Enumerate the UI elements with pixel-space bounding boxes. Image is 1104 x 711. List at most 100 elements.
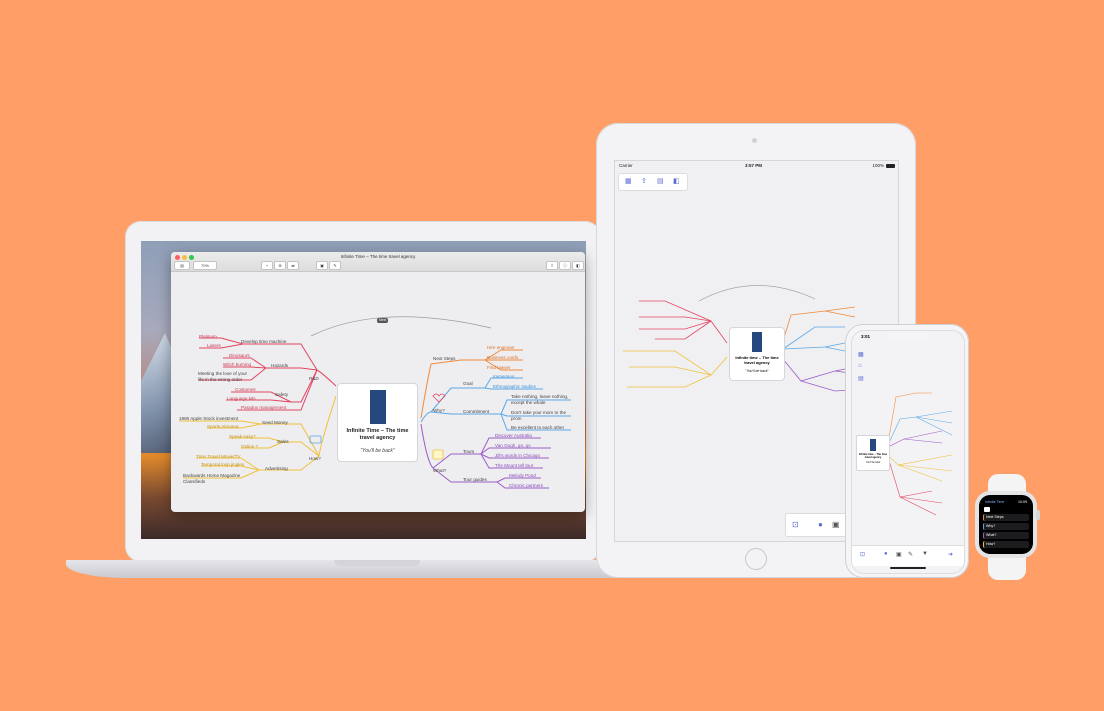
node-advertising[interactable]: Advertising [265, 466, 288, 471]
node-find-lawyer[interactable]: Find lawyer [487, 365, 511, 370]
node-hazards[interactable]: Hazards [271, 363, 289, 368]
ipad-status-bar: Carrier 3:57 PM 100% [615, 161, 898, 171]
ipad-toolbar: ▦ ⇪ ▤ ◧ [618, 173, 688, 191]
node-costumes[interactable]: Costumes [235, 387, 256, 392]
sidebar-toggle-button[interactable]: ▤ [174, 261, 190, 270]
watch-time: 10:09 [1018, 500, 1027, 504]
window-title: Infinite Time – The time travel agency [340, 254, 416, 259]
node-chronic-partners[interactable]: Chronic partners [509, 483, 543, 488]
window-titlebar[interactable]: Infinite Time – The time travel agency ▤… [171, 252, 585, 272]
connector-label[interactable]: Next [377, 318, 389, 323]
iphone-notch [888, 331, 928, 340]
node-speak-easy[interactable]: Speak easy? [229, 434, 256, 439]
grid-icon[interactable]: ▦ [858, 352, 864, 358]
node-immersion[interactable]: Immersion [493, 374, 515, 379]
zoom-select[interactable]: 70% [193, 261, 217, 270]
ipad-battery: 100% [872, 163, 884, 168]
mindmap-canvas[interactable]: Next Infinite Time – The time travel age… [171, 272, 585, 512]
node-paradox-management[interactable]: Paradox management [241, 405, 287, 410]
node-seed-money[interactable]: Seed Money [262, 420, 288, 425]
watch-row-next-steps[interactable]: Next Steps [983, 514, 1029, 521]
node-witch-burning[interactable]: Witch burning [223, 362, 252, 367]
watch-row-why[interactable]: Why? [983, 523, 1029, 530]
node-tours[interactable]: Tours [463, 449, 475, 454]
document-icon[interactable]: ▤ [858, 376, 864, 382]
note-icon[interactable]: ✎ [908, 552, 914, 558]
node-commitment[interactable]: Commitment [463, 409, 490, 414]
node-take-nothing-2[interactable]: except the whale [511, 400, 546, 405]
node-meeting-love-1[interactable]: Meeting the love of your [198, 371, 248, 376]
node-discover-australia[interactable]: Discover Australia [495, 433, 532, 438]
grid-icon[interactable]: ▦ [625, 178, 632, 185]
image-icon[interactable]: ▣ [896, 552, 902, 558]
node-lasers[interactable]: Lasers [207, 343, 221, 348]
node-van-gogh[interactable]: Van Gogh, go, go [495, 443, 531, 448]
node-platinum[interactable]: Platinum [199, 334, 217, 339]
node-mount-tell-tour[interactable]: The Mount tell tour [495, 463, 534, 468]
image-icon[interactable]: ▣ [832, 520, 840, 529]
node-develop-time-machine[interactable]: Develop time machine [241, 339, 287, 344]
node-ethnographic-studies[interactable]: Ethnographic studies [493, 384, 536, 389]
ipad-home-button[interactable] [745, 548, 767, 570]
more-icon[interactable]: ● [818, 520, 823, 529]
node-language-kits[interactable]: Language kits [227, 396, 256, 401]
node-dont-take-mom-2[interactable]: prom [511, 416, 522, 421]
ipad-topic-title: Infinite time – The time travel agency [735, 355, 779, 365]
node-why[interactable]: Why? [433, 408, 445, 413]
share-icon[interactable]: ⇪ [546, 261, 558, 270]
node-backwards-home-1[interactable]: Backwards Home Magazine [183, 473, 241, 478]
document-icon[interactable]: ▤ [657, 178, 664, 185]
ipad-topic-subtitle: "You'll be back" [745, 369, 769, 373]
more-icon[interactable]: ● [884, 551, 888, 557]
node-apple-stock[interactable]: 1980 Apple Stock investment [179, 416, 239, 421]
node-backwards-home-2[interactable]: Classifieds [183, 479, 206, 484]
node-what[interactable]: What? [433, 468, 447, 473]
node-sales[interactable]: Sales [277, 439, 289, 444]
node-business-cards[interactable]: Business cards [487, 355, 519, 360]
mindmap-branches [179, 316, 571, 489]
node-dinosaurs[interactable]: Dinosaurs [229, 353, 250, 358]
connection-icon[interactable]: ⇄ [287, 261, 299, 270]
image-icon[interactable]: ▣ [316, 261, 328, 270]
ipad-bottom-toolbar: ⊡ ● ▣ [785, 513, 847, 537]
next-icon[interactable]: ➜ [948, 552, 954, 558]
watch-row-what[interactable]: What? [983, 532, 1029, 539]
node-be-excellent[interactable]: Be excellent to each other [511, 425, 565, 430]
focus-icon[interactable]: ⊡ [860, 552, 866, 558]
lock-icon[interactable]: ⌂ [858, 363, 862, 369]
close-button[interactable] [175, 255, 180, 260]
node-online[interactable]: Online ? [241, 444, 259, 449]
watch-crown[interactable] [1036, 510, 1040, 520]
share-icon[interactable]: ⇪ [641, 178, 647, 185]
filter-icon[interactable]: ▼ [922, 551, 928, 557]
node-temporal-loop-jingles[interactable]: Temporal loop jingles [201, 462, 245, 467]
node-take-nothing-1[interactable]: Take nothing, leave nothing, [511, 394, 569, 399]
central-topic[interactable]: Infinite Time – The time travel agency "… [337, 383, 418, 462]
minimize-button[interactable] [182, 255, 187, 260]
node-goal[interactable]: Goal [463, 381, 473, 386]
node-next-steps[interactable]: Next Steps [433, 356, 456, 361]
format-icon[interactable]: ◧ [572, 261, 584, 270]
iphone-bottom-toolbar: ⊡ ● ▣ ✎ ▼ ➜ [852, 545, 964, 566]
node-rd[interactable]: R&D [309, 376, 319, 381]
iphone-central-topic[interactable]: Infinite time – The time travel agency Y… [856, 435, 890, 471]
sidebar-icon[interactable]: ◧ [673, 178, 680, 185]
node-safety[interactable]: Safety [275, 392, 289, 397]
watch-row-how[interactable]: How? [983, 541, 1029, 548]
node-jills-words[interactable]: Jill's words in Chicago [495, 453, 541, 458]
node-meeting-love-2[interactable]: life in the wrong order [198, 377, 243, 382]
node-sports-almanac[interactable]: Sports Almanac [207, 424, 240, 429]
zoom-button[interactable] [189, 255, 194, 260]
add-child-icon[interactable]: + [261, 261, 273, 270]
node-tour-guides[interactable]: Tour guides [463, 477, 487, 482]
node-how[interactable]: How? [309, 456, 321, 461]
node-melody-pond[interactable]: Melody Pond [509, 473, 536, 478]
add-sibling-icon[interactable]: ⊕ [274, 261, 286, 270]
node-time-travel-movie[interactable]: Time Travel Movie/TV [196, 454, 241, 459]
inspector-icon[interactable]: ⓘ [559, 261, 571, 270]
node-dont-take-mom-1[interactable]: Don't take your mom to the [511, 410, 567, 415]
focus-icon[interactable]: ⊡ [792, 520, 799, 529]
ipad-central-topic[interactable]: Infinite time – The time travel agency "… [729, 327, 785, 381]
node-hire-engineer[interactable]: Hire engineer [487, 345, 515, 350]
note-icon[interactable]: ✎ [329, 261, 341, 270]
